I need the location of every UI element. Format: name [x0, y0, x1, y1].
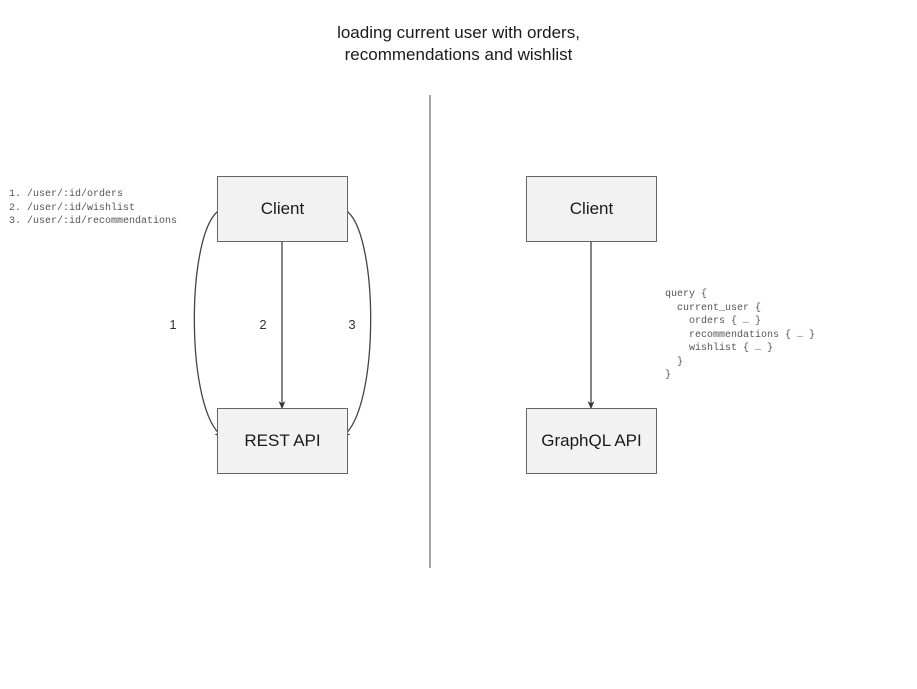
edge-label-1: 1: [169, 317, 177, 332]
rest-endpoints-list: 1. /user/:id/orders 2. /user/:id/wishlis…: [9, 189, 178, 227]
node-client-rest[interactable]: Client: [217, 176, 348, 242]
edge-3-path: [340, 204, 372, 437]
edge-1-path: [193, 204, 225, 437]
node-client-graphql[interactable]: Client: [526, 176, 657, 242]
graphql-query-snippet: query { current_user { orders { … } reco…: [665, 289, 816, 381]
edge-label-2: 2: [259, 317, 267, 332]
node-graphql-api[interactable]: GraphQL API: [526, 408, 657, 474]
edge-label-3: 3: [348, 317, 356, 332]
page-title: loading current user with orders, recomm…: [337, 23, 580, 64]
node-rest-api[interactable]: REST API: [217, 408, 348, 474]
